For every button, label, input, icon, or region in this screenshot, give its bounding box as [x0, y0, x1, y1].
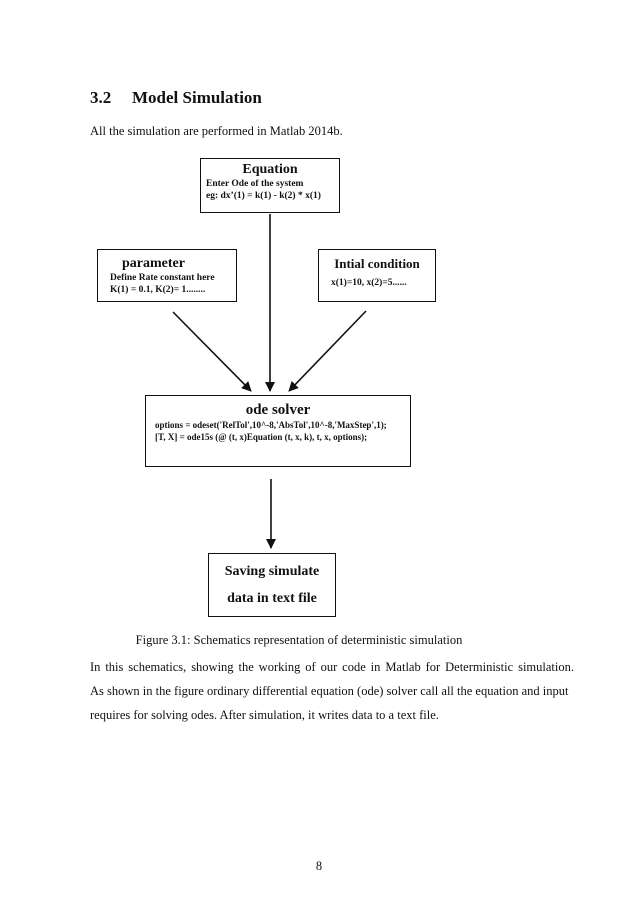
paragraph-line-1: In this schematics, showing the working …	[90, 660, 574, 674]
paragraph-line-2: As shown in the figure ordinary differen…	[90, 684, 569, 698]
equation-box: Equation Enter Ode of the system eg: dx’…	[200, 158, 340, 213]
saving-line-1: Saving simulate	[224, 564, 320, 579]
ode-solver-line-2: [T, X] = ode15s (@ (t, x)Equation (t, x,…	[155, 432, 368, 442]
parameter-title: parameter	[122, 256, 185, 271]
equation-title: Equation	[242, 162, 298, 177]
section-heading: 3.2 Model Simulation	[90, 88, 262, 108]
ode-solver-line-1: options = odeset('RelTol',10^-8,'AbsTol'…	[155, 420, 387, 430]
initial-condition-line-1: x(1)=10, x(2)=5......	[331, 278, 407, 288]
initial-condition-title: Intial condition	[334, 256, 420, 271]
equation-line-1: Enter Ode of the system	[206, 179, 304, 189]
intro-text: All the simulation are performed in Matl…	[90, 124, 343, 138]
parameter-line-2: K(1) = 0.1, K(2)= 1........	[110, 285, 206, 295]
figure-caption: Figure 3.1: Schematics representation of…	[135, 633, 463, 647]
page-number: 8	[315, 859, 323, 873]
saving-line-2: data in text file	[227, 591, 317, 606]
section-title: Model Simulation	[132, 88, 262, 107]
parameter-box: parameter Define Rate constant here K(1)…	[97, 249, 237, 302]
paragraph-line-3: requires for solving odes. After simulat…	[90, 708, 439, 722]
parameter-line-1: Define Rate constant here	[110, 273, 215, 283]
arrow-parameter-to-solver	[172, 311, 252, 392]
saving-box: Saving simulate data in text file	[208, 553, 336, 617]
section-number: 3.2	[90, 88, 112, 107]
ode-solver-title: ode solver	[245, 402, 311, 418]
ode-solver-box: ode solver options = odeset('RelTol',10^…	[145, 395, 411, 467]
initial-condition-box: Intial condition x(1)=10, x(2)=5......	[318, 249, 436, 302]
equation-line-2: eg: dx’(1) = k(1) - k(2) * x(1)	[206, 191, 321, 201]
arrow-initial-to-solver	[288, 310, 367, 392]
